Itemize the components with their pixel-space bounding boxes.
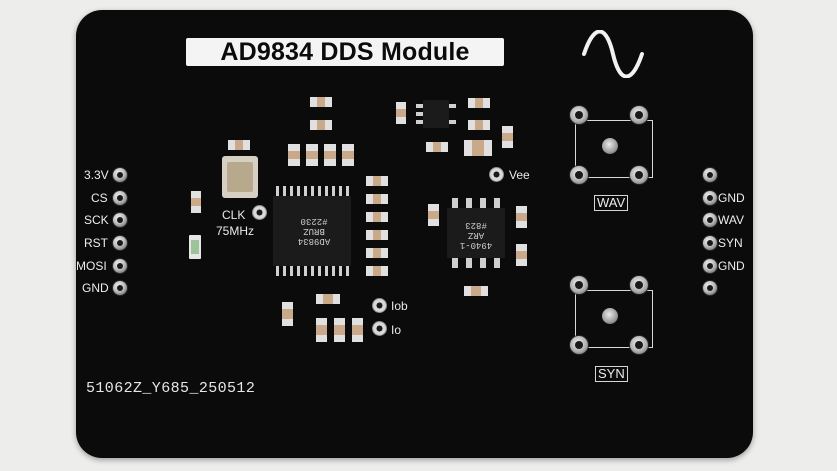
pcb-board [76,10,753,458]
opamp-chip: 4940-1 ARZ #823 [444,198,508,268]
regulator-chip [416,96,456,132]
dds-marking-line: BRUZ [303,226,325,236]
header-pin [113,236,127,250]
led [189,235,201,259]
capacitor [324,144,336,166]
button-lead [630,276,648,294]
capacitor [366,230,388,240]
pin-label-gnd: GND [82,281,109,295]
board-title: AD9834 DDS Module [220,37,470,66]
syn-button[interactable] [568,274,658,360]
header-pin [113,191,127,205]
capacitor [366,266,388,276]
header-pin [703,213,717,227]
serial-number: 51062Z_Y685_250512 [86,380,256,397]
wav-button-label: WAV [594,195,629,211]
resistor [191,191,201,213]
crystal-oscillator [222,156,258,198]
pin-label-wav: WAV [718,213,744,227]
capacitor [316,318,327,342]
resistor [316,294,340,304]
capacitor [306,144,318,166]
capacitor [468,120,490,130]
sine-wave-icon [582,30,644,78]
io-label: Io [391,323,402,337]
resistor [464,286,488,296]
header-pin [113,259,127,273]
dds-chip: AD9834 BRUZ #2230 [270,186,354,276]
capacitor [366,194,388,204]
capacitor [342,144,354,166]
dds-marking-line: #2230 [300,216,328,226]
clk-test-pad [252,205,267,220]
pin-label-syn: SYN [718,236,743,250]
button-lead [570,276,588,294]
pin-label-3v3: 3.3V [84,168,109,182]
io-test-pad [372,321,387,336]
pin-label-mosi: MOSI [76,259,107,273]
opamp-marking-line: 4940-1 [459,240,493,250]
resistor [428,204,439,226]
capacitor [366,176,388,186]
pin-label-rst: RST [84,236,108,250]
clk-label: CLK [222,208,246,222]
button-lead [570,336,588,354]
capacitor [468,98,490,108]
pin-label-cs: CS [91,191,108,205]
iob-label: Iob [391,299,408,313]
button-lead [630,336,648,354]
button-actuator [602,308,618,324]
capacitor [366,212,388,222]
capacitor [502,126,513,148]
capacitor [288,144,300,166]
dds-chip-marking: AD9834 BRUZ #2230 [286,216,342,246]
pin-label-sck: SCK [84,213,109,227]
header-pin [113,213,127,227]
button-lead [630,106,648,124]
vee-test-pad [489,167,504,182]
button-lead [570,106,588,124]
pin-label-gnd-1: GND [718,191,745,205]
capacitor [310,120,332,130]
capacitor [396,102,406,124]
syn-button-label: SYN [595,366,628,382]
iob-test-pad [372,298,387,313]
header-pin [113,281,127,295]
dds-marking-line: AD9834 [297,236,331,246]
opamp-marking-line: ARZ [467,230,485,240]
opamp-marking-line: #823 [465,220,487,230]
header-pin [703,191,717,205]
button-actuator [602,138,618,154]
wav-button[interactable] [568,104,658,190]
header-pin [703,236,717,250]
header-pin [703,281,717,295]
pin-label-gnd-2: GND [718,259,745,273]
opamp-chip-marking: 4940-1 ARZ #823 [456,220,496,250]
header-pin [113,168,127,182]
vee-label: Vee [509,168,530,182]
button-lead [630,166,648,184]
syn-button-outline [575,290,653,348]
capacitor [334,318,345,342]
capacitor [310,97,332,107]
wav-button-outline [575,120,653,178]
resistor [516,206,527,228]
title-plate: AD9834 DDS Module [186,38,504,66]
header-pin [703,168,717,182]
button-lead [570,166,588,184]
inductor [464,140,493,156]
capacitor [366,248,388,258]
resistor [352,318,363,342]
crystal-pad [228,140,250,150]
clk-freq-label: 75MHz [216,224,255,238]
capacitor [426,142,448,152]
header-pin [703,259,717,273]
resistor [516,244,527,266]
resistor [282,302,293,326]
